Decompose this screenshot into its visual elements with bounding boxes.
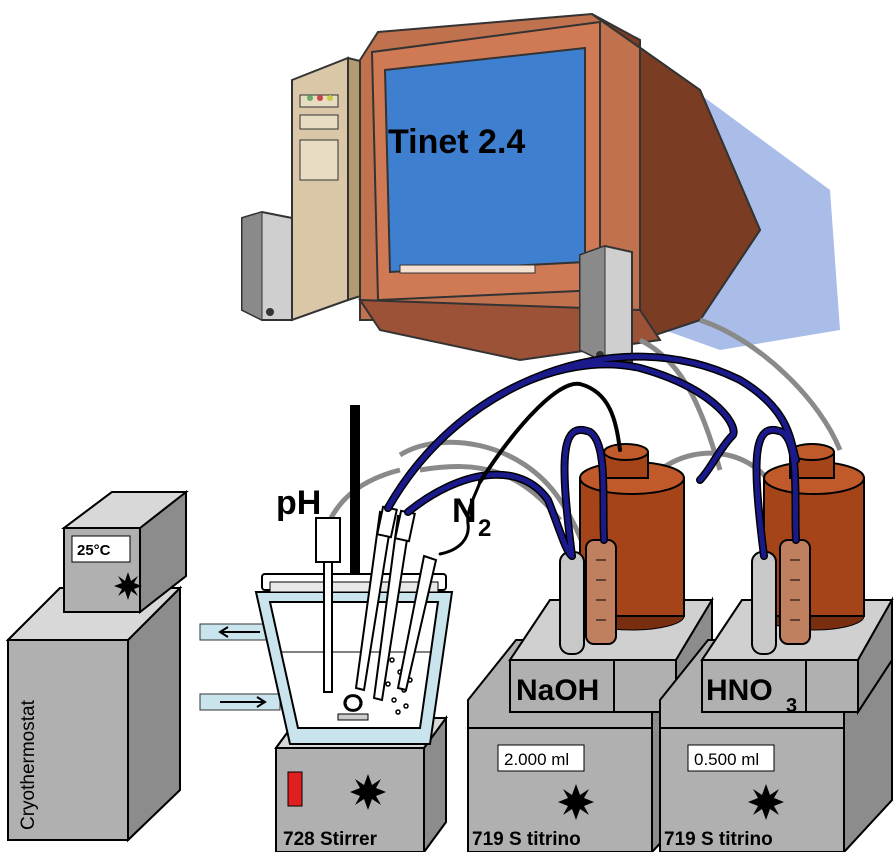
screen-label: Tinet 2.4 — [388, 123, 525, 161]
cryothermostat-label: Cryothermostat — [18, 699, 39, 830]
titrino-hno3: 0.500 ml 719 S titrino HNO 3 — [659, 443, 894, 852]
titrino-2-volume: 0.500 ml — [694, 750, 759, 769]
dosing-tips — [354, 505, 438, 702]
stir-arrows-icon — [343, 694, 363, 712]
computer: Tinet 2.4 — [241, 12, 840, 363]
cryothermostat-temperature: 25°C — [77, 542, 111, 559]
cryothermostat: Cryothermostat 25°C — [5, 489, 189, 843]
titrino-1-reagent: NaOH — [516, 674, 599, 707]
titrino-naoh: 2.000 ml 719 S titrino NaOH — [467, 443, 714, 852]
titrino-1-label: 719 S titrino — [472, 829, 581, 850]
sun-icon — [114, 572, 142, 600]
stirrer-label: 728 Stirrer — [283, 829, 378, 850]
titrino-2-reagent-subscript: 3 — [786, 695, 797, 717]
n2-label: N 2 — [452, 492, 491, 542]
sun-icon — [350, 774, 386, 810]
svg-text:2: 2 — [478, 515, 491, 542]
ph-electrode: pH — [276, 405, 360, 693]
dosing-tubing — [384, 352, 800, 560]
titrino-1-volume: 2.000 ml — [504, 750, 569, 769]
ph-label: pH — [276, 484, 321, 522]
sun-icon — [558, 784, 594, 820]
sun-icon — [748, 784, 784, 820]
titrino-2-reagent: HNO — [706, 674, 773, 707]
titrino-2-label: 719 S titrino — [664, 829, 773, 850]
